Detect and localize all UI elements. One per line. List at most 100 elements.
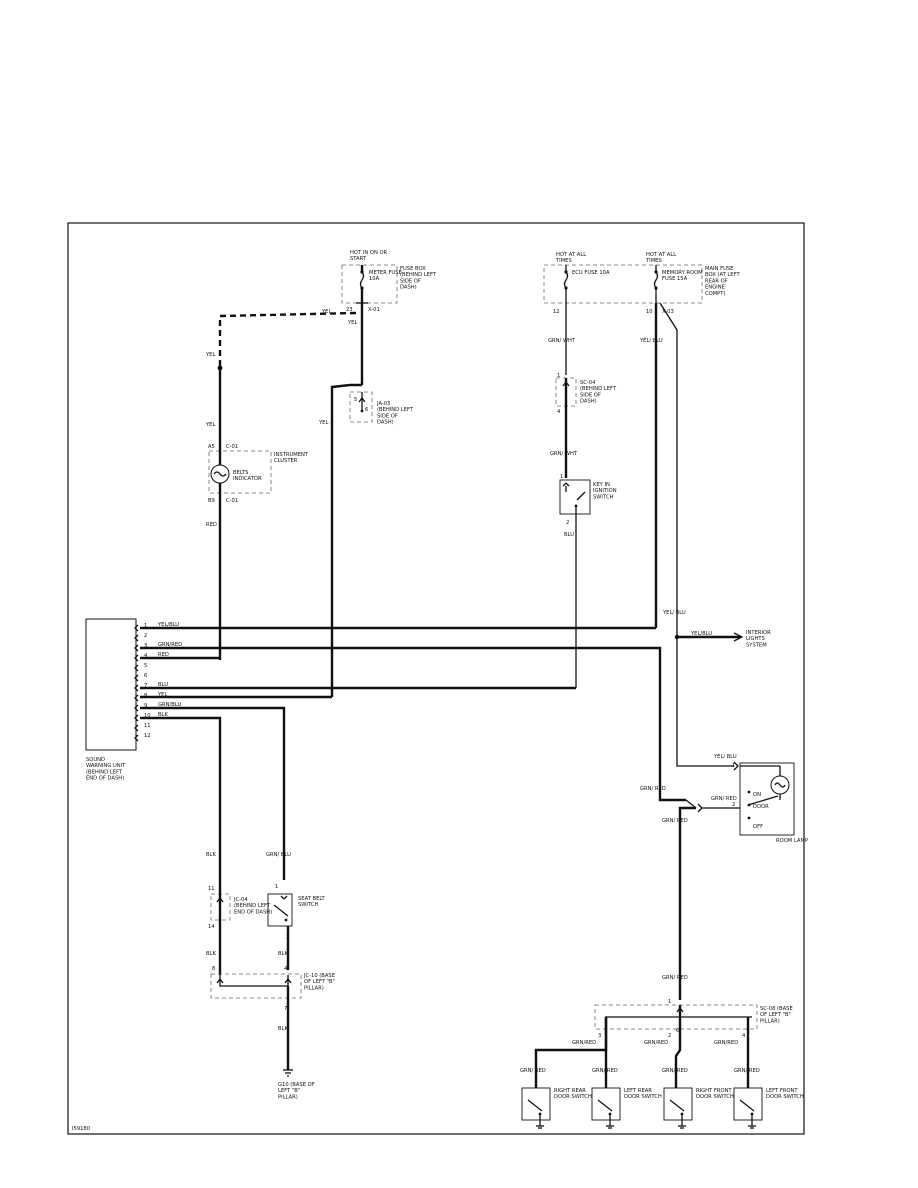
meter-fuse-symbol xyxy=(359,271,365,289)
sc08-pin-3: 3 xyxy=(598,1033,601,1039)
pin-23: 23 xyxy=(346,307,353,313)
unit-pin-terminal xyxy=(134,684,139,692)
lamp-door-label: DOOR xyxy=(753,804,769,810)
grn-blu-label: GRN/ BLU xyxy=(266,852,291,858)
seat-pin-1: 1 xyxy=(275,884,278,890)
pin-10: 10 xyxy=(646,309,653,315)
unit-wire-p10: BLK xyxy=(158,712,168,718)
blk-label-a: BLK xyxy=(206,852,216,858)
sound-unit-box xyxy=(85,618,137,751)
unit-pin-5: 5 xyxy=(144,663,147,669)
main-fuse-box-outline xyxy=(543,264,703,304)
blk-label-c: BLK xyxy=(206,951,216,957)
grn-red-lr: GRN/ RED xyxy=(592,1068,618,1074)
unit-wire-p1: YEL/BLU xyxy=(157,622,179,628)
grn-red-sc1: GRN/RED xyxy=(572,1040,596,1046)
unit-pin-terminal xyxy=(134,674,139,682)
lr-door-switch xyxy=(591,1087,621,1121)
yel-blu-lamp-label: YEL/ BLU xyxy=(713,754,737,760)
jc10-pin-4: 4 xyxy=(284,966,288,972)
yel-circuit: YEL YEL YEL YEL YEL xyxy=(205,303,364,697)
pin-12: 12 xyxy=(553,309,560,315)
grn-red-lf: GRN/ RED xyxy=(734,1068,760,1074)
yel-blu-label-mid: YEL/ BLU xyxy=(662,610,686,616)
conn-x03: X-03 xyxy=(662,309,674,315)
unit-pin-terminal xyxy=(134,734,139,742)
room-lamp-label: ROOM LAMP xyxy=(776,838,808,844)
conn-x01: X-01 xyxy=(368,307,380,313)
unit-pin-6: 6 xyxy=(144,673,147,679)
unit-pin-terminal xyxy=(134,654,139,662)
diagram-frame xyxy=(67,222,805,1135)
lf-door-switch xyxy=(733,1087,763,1121)
grn-wht-label-a: GRN/ WHT xyxy=(548,338,576,344)
grn-red-rr: GRN/ RED xyxy=(520,1068,546,1074)
sc08-pin-1: 1 xyxy=(668,999,671,1005)
jc10-box xyxy=(210,973,302,999)
grn-red-label-b: GRN/ RED xyxy=(711,796,737,802)
key-switch-box xyxy=(559,479,591,515)
unit-pin-12: 12 xyxy=(144,733,151,739)
pin-a5: A5 xyxy=(208,444,215,450)
unit-pin-terminal xyxy=(134,724,139,732)
unit-pin-10: 10 xyxy=(144,713,151,719)
unit-pin-terminal xyxy=(134,694,139,702)
jc04-pin-14: 14 xyxy=(208,924,215,930)
ja03-pin-6: 6 xyxy=(365,407,368,413)
ground-symbol xyxy=(283,1069,293,1077)
grn-red-sc3: GRN/RED xyxy=(714,1040,738,1046)
yel-wire-left: YEL xyxy=(205,352,215,358)
unit-wire-p8: YEL xyxy=(157,692,167,698)
jc04-pin-11: 11 xyxy=(208,886,215,892)
sc08-pin-4: 4 xyxy=(742,1033,746,1039)
yel-wire-right: YEL xyxy=(318,420,328,426)
conn-c01-a: C-01 xyxy=(226,444,238,450)
grn-red-label-d: GRN/ RED xyxy=(662,975,688,981)
ja03-pin-5: 5 xyxy=(354,397,357,403)
red-wire-label: RED xyxy=(206,522,217,528)
sc08-box xyxy=(594,1004,758,1030)
lamp-on-label: ON xyxy=(753,792,761,798)
unit-pin-terminal xyxy=(134,704,139,712)
sc04-pin-1: 1 xyxy=(557,373,560,379)
jc10-pin-7: 7 xyxy=(284,1006,287,1012)
unit-wire-p3: GRN/RED xyxy=(158,642,182,648)
grn-wht-label-b: GRN/ WHT xyxy=(550,451,578,457)
unit-pin-terminal xyxy=(134,664,139,672)
unit-pin-2: 2 xyxy=(144,633,147,639)
key-pin-1: 1 xyxy=(560,474,563,480)
unit-wire-p7: BLU xyxy=(158,682,168,688)
unit-pin-terminal xyxy=(134,624,139,632)
conn-c01-b: C-01 xyxy=(226,498,238,504)
unit-pin-11: 11 xyxy=(144,723,151,729)
blk-label-d: BLK xyxy=(278,1026,288,1032)
sc04-pin-4: 4 xyxy=(557,409,561,415)
grn-red-label-c: GRN/ RED xyxy=(662,818,688,824)
yel-wire-mid: YEL xyxy=(205,422,215,428)
unit-pin-1: 1 xyxy=(144,623,147,629)
unit-pin-terminal xyxy=(134,714,139,722)
yel-blu-label-right: YEL/BLU xyxy=(690,631,712,637)
jc10-pin-8: 8 xyxy=(212,966,215,972)
